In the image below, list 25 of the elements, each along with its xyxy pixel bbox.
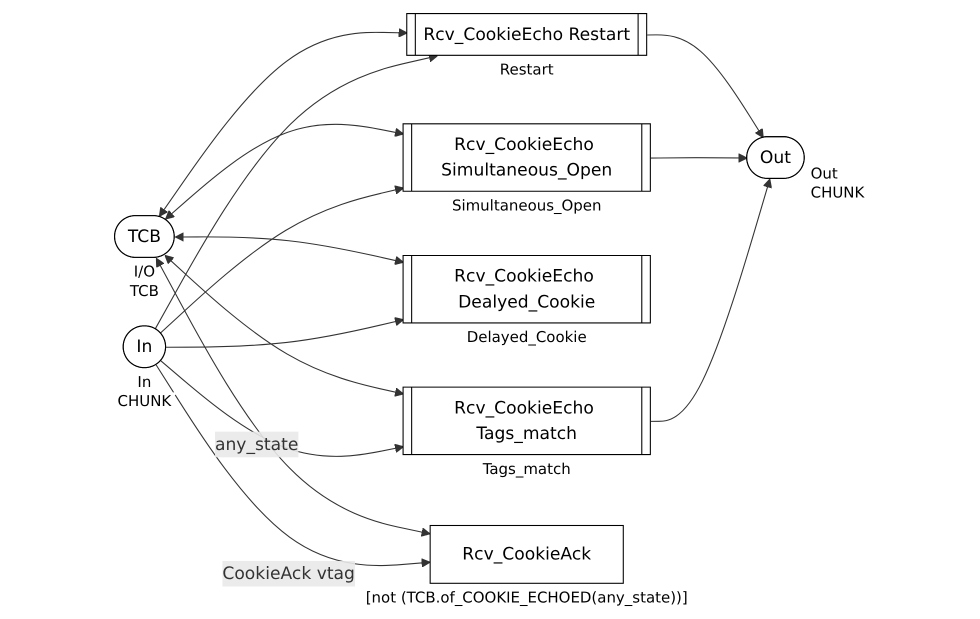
node-annotation: Tags_match (482, 459, 571, 478)
arrow (651, 178, 772, 422)
node-annotation: Simultaneous_Open (452, 196, 602, 214)
arrow (156, 364, 431, 568)
edge-label: CookieAck vtag (222, 562, 356, 583)
node-annotation: Delayed_Cookie (466, 328, 587, 346)
node-annotation: I/O (134, 262, 156, 280)
arrow (160, 184, 404, 333)
node-annotation: TCB (130, 281, 159, 300)
node-annotation: CHUNK (810, 183, 864, 202)
edge-label: any_state (215, 433, 299, 454)
arrow (159, 28, 408, 216)
arrow (174, 232, 404, 265)
node-annotation: CHUNK (118, 392, 172, 410)
arrow (165, 123, 404, 220)
arrow (156, 257, 431, 536)
arrow (651, 152, 748, 162)
node-annotation: Out (810, 164, 838, 182)
arrow (166, 316, 404, 348)
arrow (647, 34, 764, 138)
node-box: Rcv_CookieAck (430, 524, 624, 584)
node-annotation: [not (TCB.of_COOKIE_ECHOED(any_state))] (366, 588, 688, 606)
node-annotation: Restart (500, 60, 554, 78)
arrow (164, 254, 404, 396)
node-annotation: In (138, 372, 152, 390)
